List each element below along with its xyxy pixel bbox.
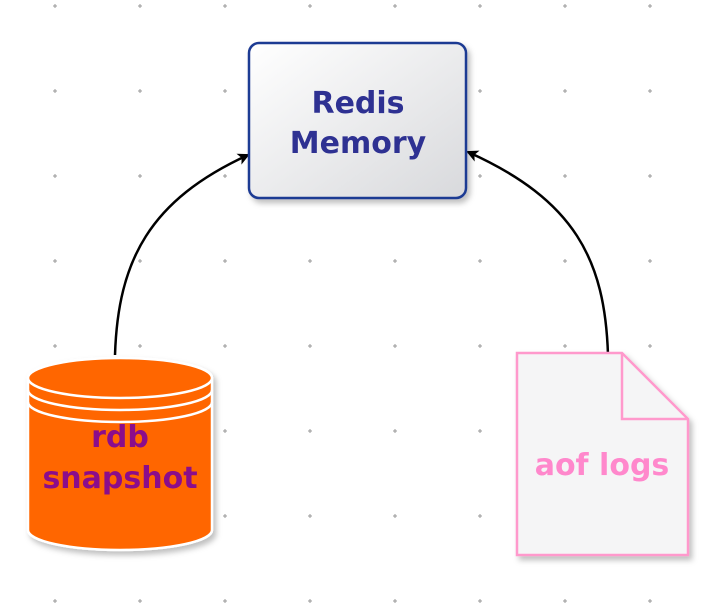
document-shape [515, 351, 690, 557]
cylinder-ring-1 [26, 389, 214, 412]
redis-memory-label-line2: Memory [290, 126, 427, 161]
node-rdb-snapshot[interactable]: rdb snapshot [26, 356, 214, 552]
document-fold [620, 353, 688, 421]
edge-rdb-to-redis [113, 153, 250, 356]
rdb-snapshot-label-line2: snapshot [42, 461, 197, 496]
redis-memory-box [247, 41, 468, 200]
cylinder-top [26, 356, 214, 400]
redis-memory-label-line1: Redis [311, 86, 404, 121]
node-aof-logs[interactable]: aof logs [515, 351, 690, 557]
aof-logs-label: aof logs [535, 448, 670, 483]
rdb-snapshot-label-line1: rdb [91, 420, 149, 455]
edge-aof-to-redis [466, 150, 610, 356]
cylinder-ring-2 [26, 401, 214, 424]
node-redis-memory[interactable]: Redis Memory [247, 41, 468, 200]
